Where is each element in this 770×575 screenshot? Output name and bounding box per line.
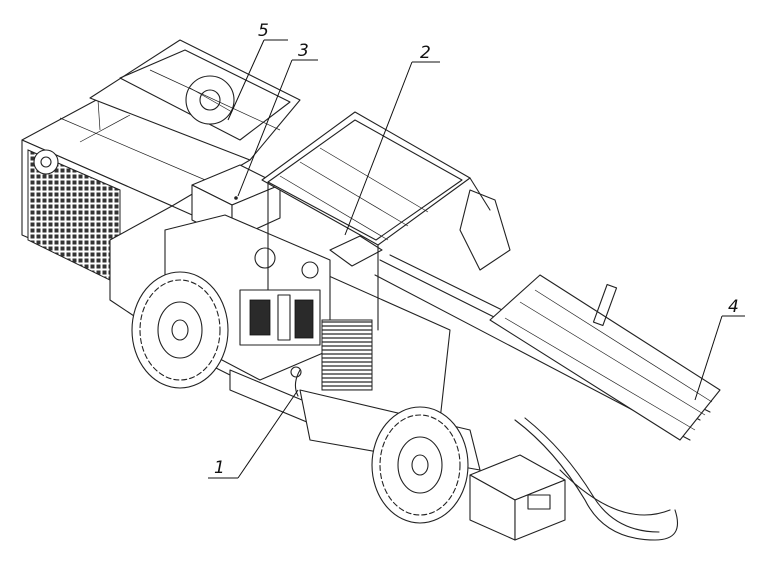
- reel-icon: [185, 75, 235, 125]
- callout-label: 2: [420, 43, 431, 63]
- callout-label: 1: [214, 458, 225, 478]
- callout-label: 3: [298, 41, 309, 61]
- callout-label: 4: [728, 297, 739, 317]
- callout-4: 4: [694, 297, 745, 401]
- valve-bank: [321, 319, 373, 391]
- drill-boom: [374, 254, 721, 541]
- callout-1: 1: [208, 389, 299, 479]
- operator-canopy: [261, 111, 511, 331]
- callout-label: 5: [258, 21, 269, 41]
- rear-cooling-module: [21, 97, 251, 301]
- rear-wheel: [131, 271, 229, 389]
- front-wheel: [371, 406, 469, 524]
- callout-2: 2: [344, 43, 440, 236]
- upper-frame: [89, 39, 301, 161]
- front-bumper: [469, 454, 566, 541]
- callout-5: 5: [227, 21, 288, 121]
- fan-icon: [33, 149, 59, 175]
- callout-3: 3: [237, 41, 318, 197]
